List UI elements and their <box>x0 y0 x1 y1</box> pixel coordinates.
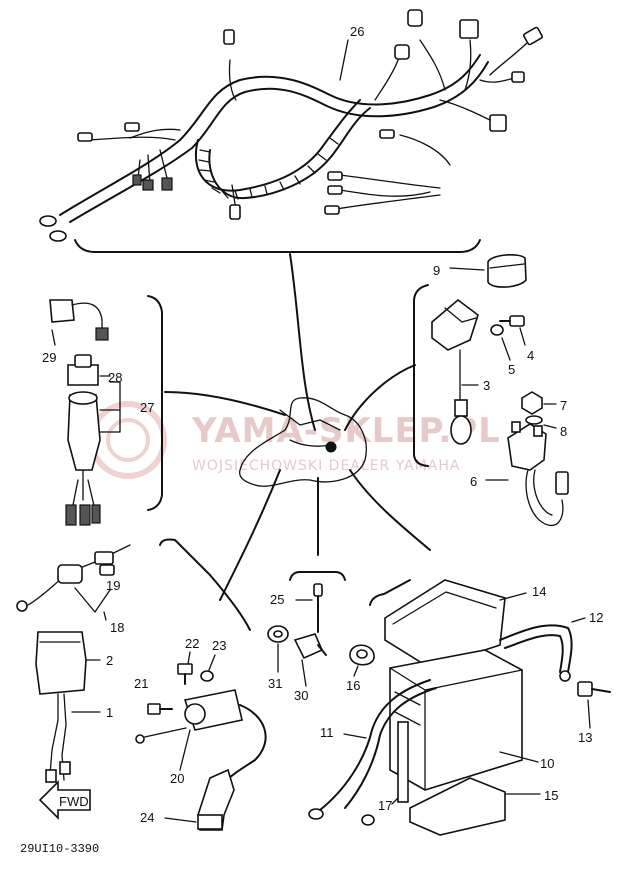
callout-10: 10 <box>540 756 554 771</box>
relay-group: 9 3 5 4 7 8 6 <box>413 253 569 527</box>
watermark-subtitle: WOJSIECHOWSKI DEALER YAMAHA <box>192 458 461 474</box>
callout-4: 4 <box>527 348 534 363</box>
callout-14: 14 <box>532 584 546 599</box>
callout-17: 17 <box>378 798 392 813</box>
watermark: YAMA-SKLEP.PL WOJSIECHOWSKI DEALER YAMAH… <box>89 401 501 479</box>
callout-21: 21 <box>134 676 148 691</box>
callout-23: 23 <box>212 638 226 653</box>
callout-18: 18 <box>110 620 124 635</box>
callout-26: 26 <box>350 24 364 39</box>
callout-27: 27 <box>140 400 154 415</box>
callout-8: 8 <box>560 424 567 439</box>
callout-3: 3 <box>483 378 490 393</box>
callout-11: 11 <box>320 725 334 740</box>
callout-19: 19 <box>106 578 120 593</box>
callout-31: 31 <box>268 676 282 691</box>
callout-16: 16 <box>346 678 360 693</box>
callout-15: 15 <box>544 788 558 803</box>
fwd-arrow-icon: FWD <box>38 780 91 820</box>
callout-9: 9 <box>433 263 440 278</box>
callout-20: 20 <box>170 771 184 786</box>
drawing-code: 29UI10-3390 <box>20 842 99 856</box>
callout-28: 28 <box>108 370 122 385</box>
frame-silhouette <box>164 253 431 601</box>
wire-harness: 26 <box>39 9 543 253</box>
callout-13: 13 <box>578 730 592 745</box>
watermark-brand: YAMA-SKLEP.PL <box>191 411 501 451</box>
callout-5: 5 <box>508 362 515 377</box>
battery-group: 14 10 12 13 11 17 15 <box>308 579 611 836</box>
callout-24: 24 <box>140 810 154 825</box>
callout-30: 30 <box>294 688 308 703</box>
callout-2: 2 <box>106 653 113 668</box>
callout-7: 7 <box>560 398 567 413</box>
neutral-switch-group: 25 31 30 16 <box>267 571 375 703</box>
callout-29: 29 <box>42 350 56 365</box>
fwd-label: FWD <box>59 794 89 809</box>
ignition-coil-group: 22 23 21 20 24 <box>134 538 267 831</box>
callout-25: 25 <box>270 592 284 607</box>
callout-12: 12 <box>589 610 603 625</box>
callout-6: 6 <box>470 474 477 489</box>
callout-22: 22 <box>185 636 199 651</box>
callout-1: 1 <box>106 705 113 720</box>
handlebar-switch-group: 19 18 2 1 FWD 29UI10-3390 <box>16 544 131 856</box>
main-switch-group: 29 28 27 <box>42 295 163 526</box>
